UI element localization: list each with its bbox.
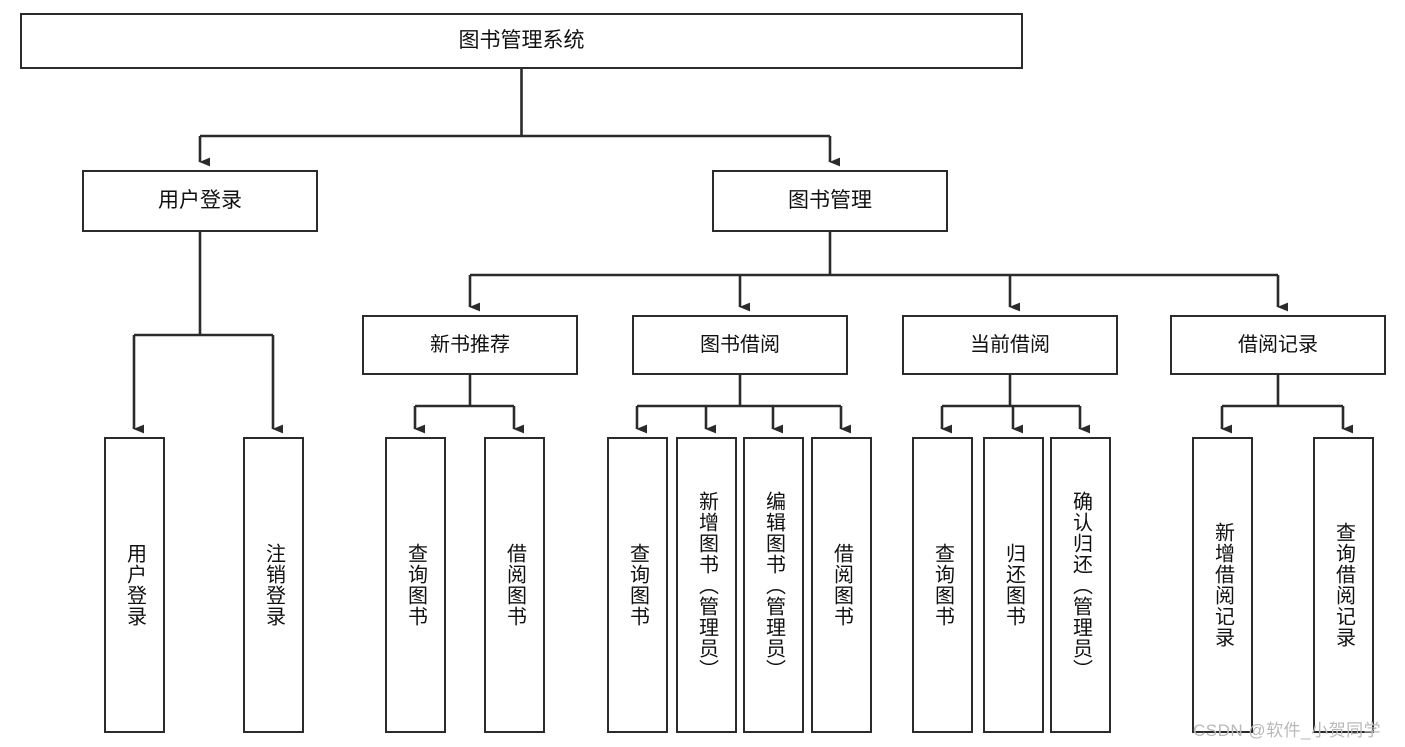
node-leaf-user-login-label: 用户登录 (123, 543, 146, 627)
node-leaf-add-book-label: 新增图书（管理员） (695, 490, 718, 680)
node-leaf-add-record-label: 新增借阅记录 (1211, 522, 1234, 648)
node-leaf-add-record[interactable]: 新增借阅记录 (1192, 437, 1253, 733)
node-leaf-query-record-label: 查询借阅记录 (1332, 522, 1355, 648)
node-leaf-query-book-1[interactable]: 查询图书 (385, 437, 446, 733)
node-borrow-record[interactable]: 借阅记录 (1170, 315, 1386, 375)
node-leaf-borrow-book-2-label: 借阅图书 (830, 543, 853, 627)
node-book-manage[interactable]: 图书管理 (712, 170, 948, 232)
node-current-borrow-label: 当前借阅 (970, 333, 1050, 356)
node-book-manage-label: 图书管理 (788, 189, 872, 213)
node-leaf-confirm-return[interactable]: 确认归还（管理员） (1050, 437, 1111, 733)
node-leaf-query-book-3-label: 查询图书 (931, 543, 954, 627)
node-leaf-query-book-2[interactable]: 查询图书 (607, 437, 668, 733)
node-leaf-edit-book[interactable]: 编辑图书（管理员） (743, 437, 804, 733)
node-book-borrow-label: 图书借阅 (700, 333, 780, 356)
node-root-label: 图书管理系统 (458, 29, 585, 53)
node-leaf-query-book-3[interactable]: 查询图书 (912, 437, 973, 733)
node-leaf-add-book[interactable]: 新增图书（管理员） (676, 437, 737, 733)
node-root-system[interactable]: 图书管理系统 (20, 13, 1023, 69)
node-leaf-query-book-1-label: 查询图书 (404, 543, 427, 627)
node-leaf-borrow-book-2[interactable]: 借阅图书 (811, 437, 872, 733)
node-leaf-edit-book-label: 编辑图书（管理员） (762, 490, 785, 680)
node-leaf-user-logout[interactable]: 注销登录 (243, 437, 304, 733)
node-leaf-return-book[interactable]: 归还图书 (983, 437, 1044, 733)
node-leaf-borrow-book-1-label: 借阅图书 (503, 543, 526, 627)
node-book-borrow[interactable]: 图书借阅 (632, 315, 848, 375)
node-borrow-record-label: 借阅记录 (1238, 333, 1318, 356)
node-leaf-user-login[interactable]: 用户登录 (104, 437, 165, 733)
node-new-book-recommend[interactable]: 新书推荐 (362, 315, 578, 375)
node-new-book-recommend-label: 新书推荐 (430, 333, 510, 356)
node-leaf-query-book-2-label: 查询图书 (626, 543, 649, 627)
node-current-borrow[interactable]: 当前借阅 (902, 315, 1118, 375)
node-leaf-borrow-book-1[interactable]: 借阅图书 (484, 437, 545, 733)
node-user-login-label: 用户登录 (158, 189, 242, 213)
node-leaf-return-book-label: 归还图书 (1002, 543, 1025, 627)
node-leaf-confirm-return-label: 确认归还（管理员） (1069, 490, 1092, 680)
node-leaf-user-logout-label: 注销登录 (262, 543, 285, 627)
node-leaf-query-record[interactable]: 查询借阅记录 (1313, 437, 1374, 733)
node-user-login[interactable]: 用户登录 (82, 170, 318, 232)
